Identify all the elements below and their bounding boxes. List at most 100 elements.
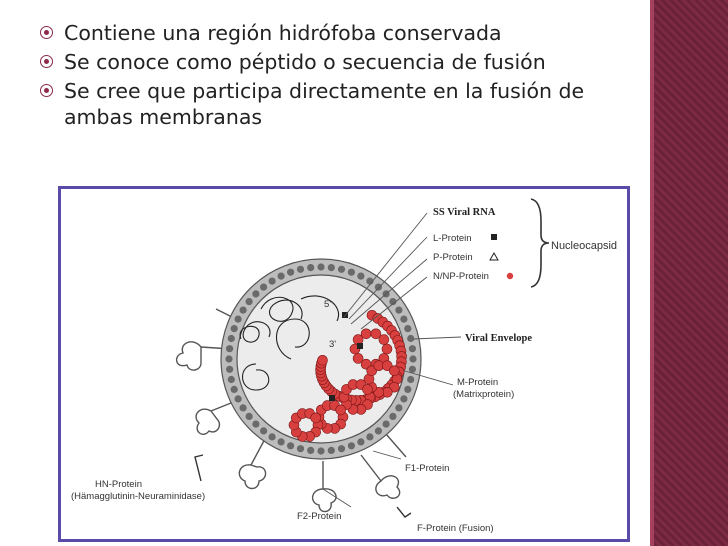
lipid-dot [337, 445, 346, 453]
lipid-dot [382, 420, 390, 428]
lipid-dot [227, 375, 235, 384]
lipid-dot [260, 283, 268, 291]
p-protein-icon [489, 251, 499, 261]
f1-protein-label: F1-Protein [405, 463, 449, 474]
f-bracket [396, 506, 412, 518]
bullet-item: Contiene una región hidrófoba conservada [40, 20, 600, 46]
nucleocapsid-label: Nucleocapsid [551, 240, 617, 252]
bullet-text: Contiene una región hidrófoba conservada [64, 21, 502, 45]
lipid-dot [252, 290, 260, 298]
np-bead [335, 404, 347, 416]
bullet-circle-icon [40, 55, 53, 68]
np-protein-icon [506, 272, 514, 280]
lipid-dot [327, 446, 335, 454]
np-bead [388, 365, 400, 377]
lipid-dot [389, 412, 397, 420]
nucleocapsid-brace [530, 198, 550, 288]
lipid-dot [277, 272, 285, 280]
lipid-dot [357, 438, 365, 446]
p-protein-label: P-Protein [433, 252, 473, 263]
bullet-text: Se cree que participa directamente en la… [64, 79, 585, 129]
virus-diagram: 5' 3' SS Viral RNA L-Protein P-Protein N… [58, 186, 630, 542]
viral-rna [239, 295, 340, 391]
bullet-item: Se conoce como péptido o secuencia de fu… [40, 49, 600, 75]
np-protein-beads [288, 310, 407, 442]
l-protein-marker [342, 312, 348, 318]
lipid-dot [317, 447, 325, 455]
side-decoration-band [650, 0, 728, 546]
lipid-dot [307, 446, 315, 454]
m-protein-sub-label: (Matrixprotein) [453, 389, 514, 400]
lipid-dot [366, 433, 374, 441]
ss-viral-rna-label: SS Viral RNA [433, 207, 496, 218]
lipid-dot [374, 283, 382, 291]
lipid-dot [239, 306, 247, 314]
lipid-dot [225, 355, 233, 363]
lipid-dot [245, 412, 253, 420]
lipid-dot [287, 442, 295, 450]
lipid-dot [408, 345, 416, 353]
l-protein-icon [491, 234, 497, 240]
lipid-dot [357, 272, 365, 280]
lipid-dot [389, 298, 397, 306]
lipid-dot [226, 345, 234, 353]
m-protein-label: M-Protein [457, 377, 498, 388]
bullet-text: Se conoce como péptido o secuencia de fu… [64, 50, 546, 74]
viral-envelope-label: Viral Envelope [465, 333, 532, 344]
lipid-dot [374, 427, 382, 435]
np-bead [310, 412, 321, 424]
lipid-dot [296, 265, 305, 273]
hn-bracket [194, 454, 204, 482]
lipid-dot [245, 298, 253, 306]
np-bead [378, 334, 390, 345]
lipid-dot [400, 315, 408, 323]
lipid-dot [409, 355, 417, 363]
lipid-dot [239, 404, 247, 412]
f2-protein-label: F2-Protein [297, 511, 341, 522]
bullet-list: Contiene una región hidrófoba conservada… [40, 20, 600, 133]
virus-diagram-svg: 5' 3' SS Viral RNA L-Protein P-Protein N… [71, 198, 617, 534]
hn-protein-sub-label: (Hämagglutinin-Neuraminidase) [71, 491, 205, 502]
lipid-dot [287, 268, 295, 276]
bullet-circle-icon [40, 84, 53, 97]
l-protein-marker [329, 395, 335, 401]
lipid-dot [327, 264, 335, 272]
lipid-dot [234, 395, 242, 403]
rna-3-prime-label: 3' [329, 339, 336, 350]
lipid-dot [230, 325, 238, 333]
lipid-dot [395, 404, 403, 412]
l-protein-marker [357, 343, 363, 349]
np-bead [362, 384, 373, 395]
lipid-dot [337, 265, 346, 273]
lipid-dot [234, 315, 242, 323]
np-bead [352, 353, 364, 364]
lipid-dot [407, 334, 415, 343]
lipid-dot [226, 365, 234, 373]
np-bead [381, 343, 393, 355]
np-bead [370, 328, 382, 340]
lipid-dot [230, 385, 238, 393]
lipid-dot [268, 277, 276, 285]
lipid-dot [260, 427, 268, 435]
l-protein-label: L-Protein [433, 233, 472, 244]
rna-5-prime-label: 5' [324, 299, 331, 310]
np-bead [317, 355, 328, 366]
f-protein-label: F-Protein (Fusion) [417, 523, 494, 534]
lipid-dot [395, 306, 403, 314]
lipid-dot [268, 433, 276, 441]
lipid-dot [404, 385, 412, 393]
bullet-item: Se cree que participa directamente en la… [40, 78, 600, 130]
lipid-dot [404, 325, 412, 333]
lipid-dot [317, 263, 325, 271]
np-protein-label: N/NP-Protein [433, 271, 489, 282]
lipid-dot [277, 438, 285, 446]
bullet-circle-icon [40, 26, 53, 39]
lipid-dot [296, 445, 305, 453]
lipid-dot [347, 268, 355, 276]
np-bead [360, 328, 372, 340]
leader-lines [322, 212, 462, 508]
lipid-dot [408, 365, 416, 373]
lipid-dot [227, 334, 235, 343]
lipid-dot [307, 264, 315, 272]
hn-protein-label: HN-Protein [95, 479, 142, 490]
